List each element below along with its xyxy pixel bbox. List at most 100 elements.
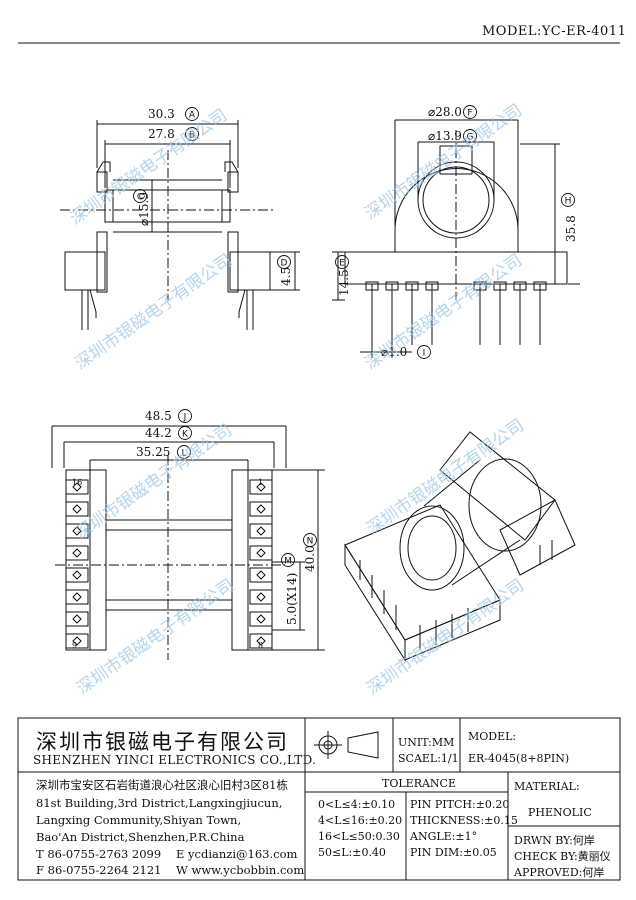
top-view-pins xyxy=(65,479,273,649)
mark-m: M xyxy=(281,553,295,567)
dim-h: 35.8 xyxy=(564,215,578,242)
dim-m: 5.0(X14) xyxy=(285,573,299,625)
dim-b: 27.8 xyxy=(148,127,175,141)
pin-hole xyxy=(256,614,266,624)
pin-hole xyxy=(256,548,266,558)
svg-text:M: M xyxy=(284,557,292,567)
dim-j: 48.5 xyxy=(145,409,172,423)
drawn-by: DRWN BY:何岸 xyxy=(514,834,595,847)
svg-text:F: F xyxy=(467,109,472,119)
company-name-en: SHENZHEN YINCI ELECTRONICS CO.,LTD. xyxy=(33,753,317,767)
pin-hole xyxy=(256,482,266,492)
dim-f: ⌀28.0 xyxy=(428,105,462,119)
svg-text:N: N xyxy=(307,537,314,547)
top-view-dims xyxy=(51,425,325,651)
tolerance-right-3: ANGLE:±1° xyxy=(410,830,478,843)
dim-l: 35.25 xyxy=(136,445,170,459)
dim-n: 40.0 xyxy=(303,545,317,572)
model-field-label: MODEL: xyxy=(468,730,517,743)
pin-label-9: 9 xyxy=(72,641,77,650)
svg-text:A: A xyxy=(189,111,196,121)
side-view-dims xyxy=(332,119,580,358)
watermark-2: 深圳市银磁电子有限公司 xyxy=(361,100,526,224)
pin-hole xyxy=(72,570,82,580)
tolerance-left-1: 0<L≤4:±0.10 xyxy=(318,798,396,811)
tel: T 86-0755-2763 2099 xyxy=(36,847,162,861)
dim-g: ⌀13.9 xyxy=(428,129,462,143)
pin-tab xyxy=(249,589,273,605)
pin-label-8: 8 xyxy=(258,641,263,650)
pin-tab xyxy=(65,633,89,649)
watermark-4: 深圳市银磁电子有限公司 xyxy=(361,250,526,374)
mark-c: C xyxy=(133,189,147,203)
tolerance-right-4: PIN DIM:±0.05 xyxy=(410,846,497,859)
material-value: PHENOLIC xyxy=(528,806,592,819)
pin-hole xyxy=(72,614,82,624)
svg-text:J: J xyxy=(183,413,187,423)
mark-g: G xyxy=(463,129,477,143)
address-en-1: 81st Building,3rd District,Langxingjiucu… xyxy=(36,796,283,810)
pin-label-16: 16 xyxy=(72,478,82,487)
address-en-2: Langxing Community,Shiyan Town, xyxy=(36,813,242,827)
side-view xyxy=(344,130,568,345)
model-label: MODEL:YC-ER-4011 xyxy=(482,24,627,39)
dim-e: 14.5 xyxy=(337,269,351,296)
pin-tab xyxy=(249,479,273,495)
dim-k: 44.2 xyxy=(145,426,172,440)
pin-tab xyxy=(65,545,89,561)
tolerance-left-2: 4<L≤16:±0.20 xyxy=(318,814,403,827)
pin-tab xyxy=(65,567,89,583)
svg-text:I: I xyxy=(423,349,426,359)
pin-tab xyxy=(249,545,273,561)
front-view xyxy=(60,150,276,330)
dim-a: 30.3 xyxy=(148,107,175,121)
dim-i: ⌀1.0 xyxy=(381,345,407,359)
address-cn: 深圳市宝安区石岩街道浪心社区浪心旧村3区81栋 xyxy=(36,778,288,792)
pin-tab xyxy=(249,501,273,517)
tolerance-left-3: 16<L≤50:0.30 xyxy=(318,830,400,843)
tolerance-left-4: 50≤L:±0.40 xyxy=(318,846,386,859)
mark-n: N xyxy=(303,533,317,547)
pin-hole xyxy=(256,504,266,514)
check-by: CHECK BY:黄丽仪 xyxy=(514,850,611,863)
svg-text:K: K xyxy=(182,430,189,440)
watermark-7: 深圳市银磁电子有限公司 xyxy=(73,575,238,699)
mark-k: K xyxy=(178,426,192,440)
top-view xyxy=(55,455,285,660)
pin-tab xyxy=(249,523,273,539)
svg-text:H: H xyxy=(565,197,572,207)
pin-label-1: 1 xyxy=(258,478,263,487)
dim-c: ⌀15.9 xyxy=(137,192,151,226)
company-name-cn: 深圳市银磁电子有限公司 xyxy=(36,730,289,754)
svg-text:L: L xyxy=(181,449,186,459)
fax: F 86-0755-2264 2121 xyxy=(36,863,162,877)
dimension-marks: AB C D E F G H I JKL M N xyxy=(133,105,575,567)
watermark-6: 深圳市银磁电子有限公司 xyxy=(363,415,528,539)
watermark-8: 深圳市银磁电子有限公司 xyxy=(363,575,528,699)
pin-tab xyxy=(65,501,89,517)
pin-tab xyxy=(249,633,273,649)
pin-tab xyxy=(249,611,273,627)
mark-e: E xyxy=(335,255,349,269)
mark-j: J xyxy=(178,409,192,423)
pin-tab xyxy=(65,611,89,627)
approved-by: APPROVED:何岸 xyxy=(514,866,605,879)
mark-l: L xyxy=(177,445,191,459)
mark-a: A xyxy=(185,107,199,121)
mark-b: B xyxy=(185,127,199,141)
pin-hole xyxy=(72,548,82,558)
pin-hole xyxy=(256,592,266,602)
pin-tab xyxy=(249,567,273,583)
tolerance-right-2: THICKNESS:±0.15 xyxy=(410,814,518,827)
email: E ycdianzi@163.com xyxy=(176,847,298,861)
pin-hole xyxy=(72,592,82,602)
mark-d: D xyxy=(277,255,291,269)
pin-hole xyxy=(72,636,82,646)
title-block-frame xyxy=(17,717,621,881)
svg-text:G: G xyxy=(467,133,474,143)
pin-hole xyxy=(72,526,82,536)
svg-text:B: B xyxy=(189,131,195,141)
unit-label: UNIT:MM xyxy=(398,736,455,749)
front-view-dims xyxy=(96,120,300,291)
pin-hole xyxy=(256,526,266,536)
